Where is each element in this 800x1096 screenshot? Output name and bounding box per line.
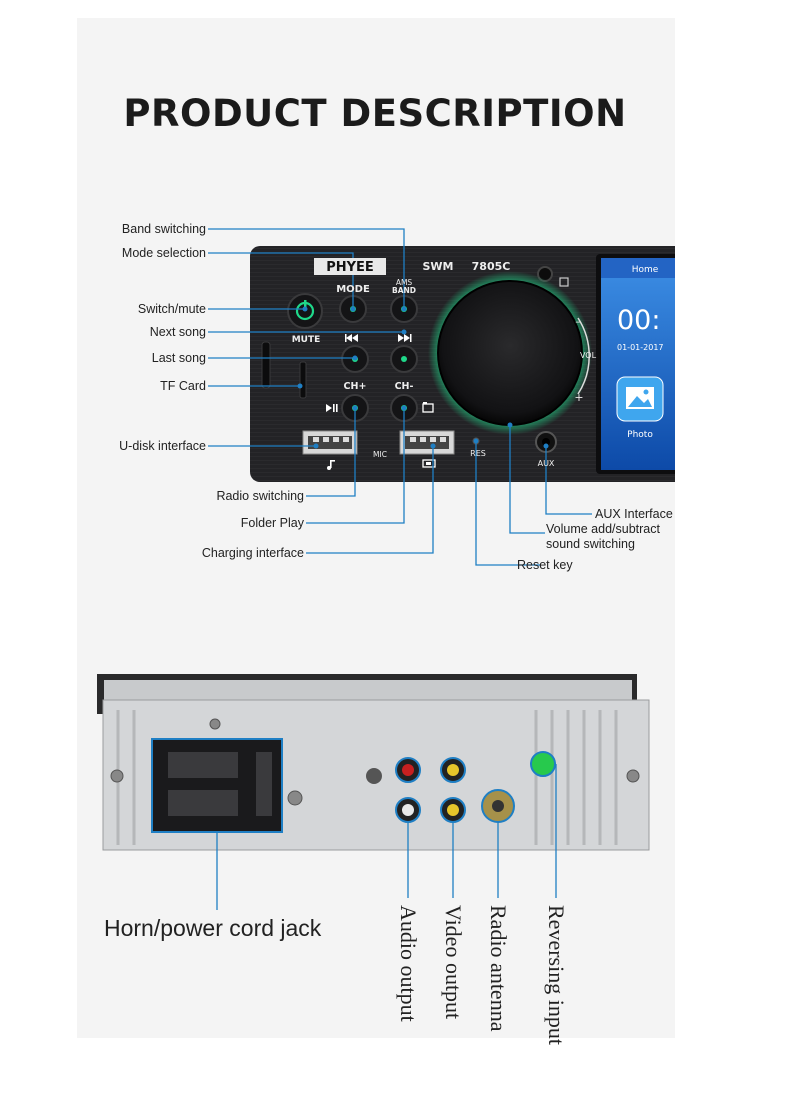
label-aux-interface: AUX Interface (595, 507, 673, 521)
label-reversing-input: Reversing input (544, 905, 569, 1045)
touch-screen[interactable] (601, 258, 681, 470)
video-output-ports[interactable] (440, 757, 466, 823)
label-u-disk: U-disk interface (119, 439, 206, 453)
tf-card-slot[interactable] (299, 361, 307, 399)
label-radio-antenna: Radio antenna (486, 905, 511, 1032)
heat-fins (116, 710, 618, 845)
mode-label: MODE (336, 284, 370, 295)
label-video-output: Video output (441, 905, 466, 1020)
charge-icon (422, 459, 436, 468)
volume-knob[interactable] (437, 280, 583, 426)
ch-minus-label: CH- (395, 381, 414, 392)
usb-port-right[interactable] (399, 430, 455, 455)
brand-logo: PHYEE (326, 260, 374, 275)
label-radio-switching: Radio switching (216, 489, 304, 503)
music-note-icon (327, 460, 335, 470)
label-last-song: Last song (151, 351, 206, 365)
model-swm: SWM (422, 260, 453, 273)
res-label: RES (470, 449, 486, 458)
screen-photo-label: Photo (627, 430, 653, 440)
back-callout-lines (216, 764, 557, 910)
next-icon (398, 334, 412, 342)
mute-label: MUTE (292, 335, 321, 345)
front-callout-lines (208, 228, 592, 566)
play-pause-icon (326, 404, 338, 412)
label-folder-play: Folder Play (240, 516, 304, 530)
label-volume-line1: Volume add/subtract (546, 522, 660, 536)
label-reset-key: Reset key (517, 558, 573, 572)
band-label: BAND (392, 286, 416, 295)
vol-minus-label: – (575, 315, 581, 328)
next-button[interactable] (390, 345, 418, 373)
prev-icon (345, 334, 358, 342)
screen-clock: 00: (617, 305, 660, 336)
aux-label: AUX (538, 459, 555, 468)
screen-header: Home (632, 265, 659, 275)
model-number: 7805C (472, 260, 511, 273)
page-title: PRODUCT DESCRIPTION (123, 92, 627, 135)
label-tf-card: TF Card (160, 379, 206, 393)
label-next-song: Next song (149, 325, 206, 339)
label-mode-selection: Mode selection (121, 246, 206, 260)
ams-label: AMS (396, 278, 413, 287)
label-horn-power: Horn/power cord jack (104, 915, 322, 941)
label-charging: Charging interface (201, 546, 304, 560)
mic-label: MIC (373, 450, 387, 459)
vol-plus-label: + (574, 391, 583, 404)
vol-label: VOL (580, 351, 597, 360)
mic-icon (559, 277, 569, 287)
volume-arc (577, 317, 590, 395)
reversing-input-wire[interactable] (530, 751, 556, 777)
label-switch-mute: Switch/mute (137, 302, 206, 316)
label-audio-output: Audio output (396, 905, 421, 1022)
label-band-switching: Band switching (121, 222, 206, 236)
usb-port-left[interactable] (302, 430, 358, 455)
folder-icon (422, 402, 434, 413)
screen-date: 01-01-2017 (617, 343, 664, 352)
label-volume-line2: sound switching (546, 537, 635, 551)
ch-plus-label: CH+ (344, 381, 367, 392)
product-sheet (77, 18, 675, 1038)
